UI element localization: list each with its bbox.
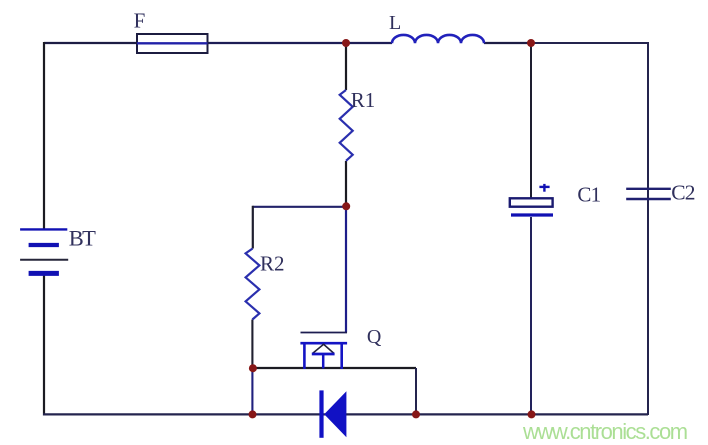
svg-text:Q: Q (367, 326, 382, 348)
svg-text:L: L (389, 12, 401, 34)
svg-text:BT: BT (69, 226, 96, 251)
svg-text:www.cntronics.com: www.cntronics.com (522, 419, 687, 444)
svg-text:R1: R1 (351, 88, 376, 112)
svg-text:F: F (134, 8, 146, 32)
svg-text:C2: C2 (671, 180, 695, 204)
svg-text:C1: C1 (577, 182, 600, 206)
svg-text:R2: R2 (260, 252, 285, 276)
